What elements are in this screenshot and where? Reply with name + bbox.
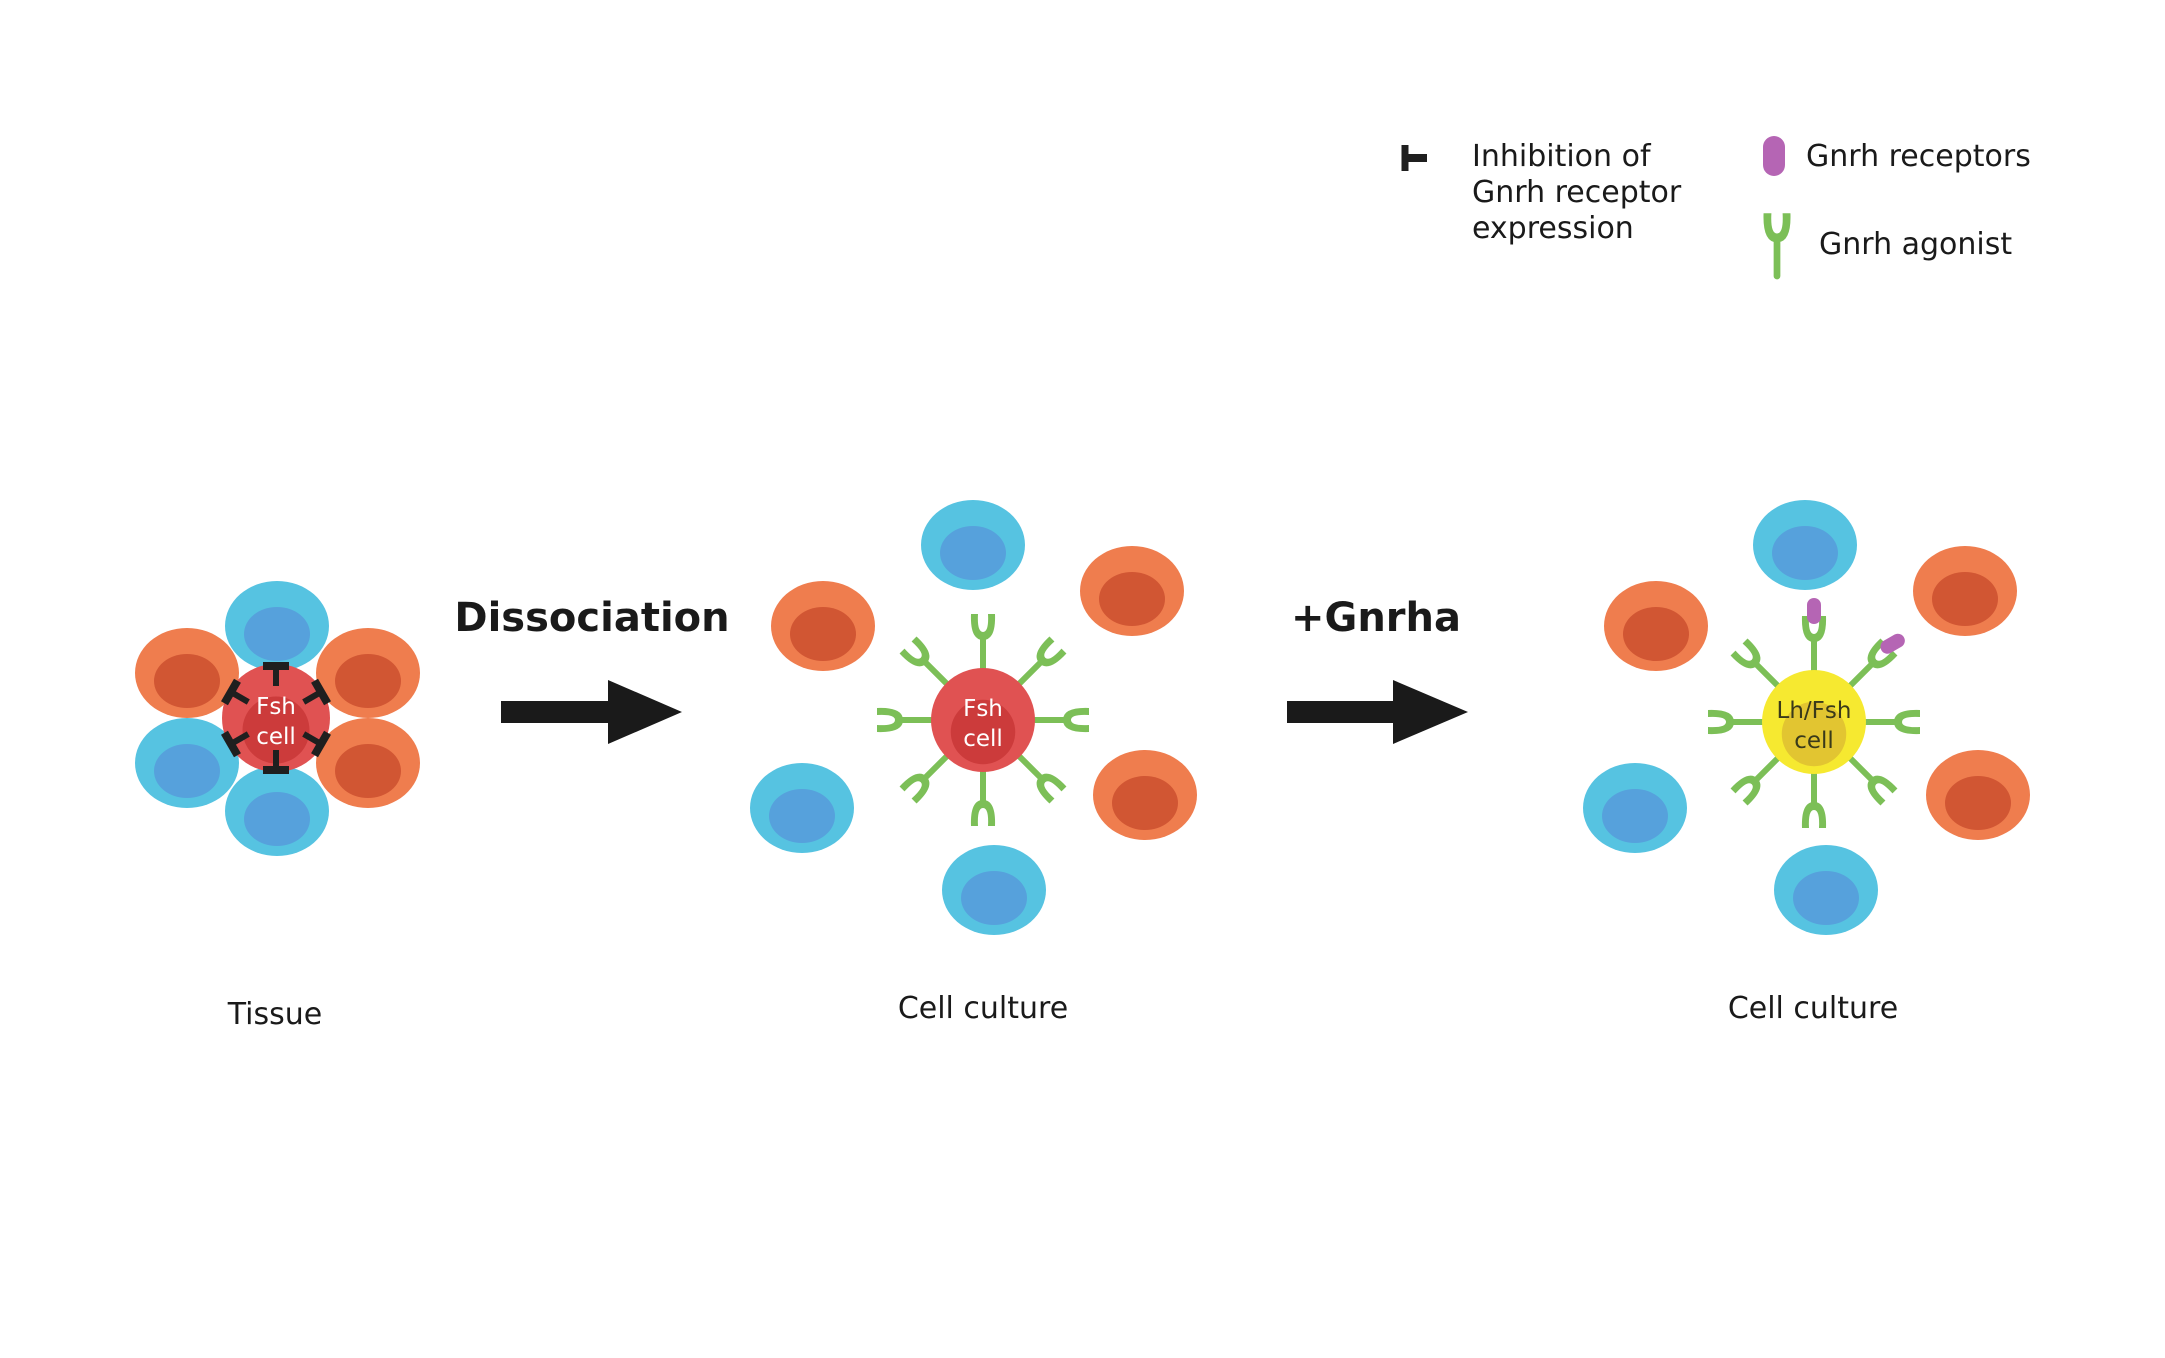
blue-cell — [1774, 845, 1878, 935]
lh-fsh-cell-label-line1: Lh/Fsh — [1777, 698, 1852, 724]
gnrh-agonist-icon — [877, 708, 933, 732]
dissociation-label: Dissociation — [454, 595, 729, 641]
cell-culture-caption-1: Cell culture — [898, 991, 1068, 1026]
fsh-cell-label-line2: cell — [963, 726, 1003, 752]
legend-inhibition-line2: Gnrh receptor — [1472, 175, 1682, 210]
legend: Inhibition of Gnrh receptor expression G… — [1401, 136, 2031, 276]
orange-cell — [1926, 750, 2030, 840]
gnrh-receptor-icon — [1763, 136, 1785, 176]
gnrh-agonist-icon — [1708, 710, 1764, 734]
orange-cell — [1913, 546, 2017, 636]
blue-cell — [750, 763, 854, 853]
orange-cell — [1080, 546, 1184, 636]
gnrh-agonist-icon — [1033, 708, 1089, 732]
legend-agonist-label: Gnrh agonist — [1819, 227, 2012, 262]
orange-cell — [1093, 750, 1197, 840]
inhibition-symbol-icon — [1401, 145, 1427, 171]
fsh-cell: Fsh cell — [222, 664, 330, 772]
gnrh-agonist-icon — [971, 770, 995, 826]
dissociation-arrow-icon — [501, 680, 682, 744]
legend-inhibition-line3: expression — [1472, 211, 1634, 246]
tissue-panel: Fsh cell — [135, 581, 420, 856]
blue-cell — [1583, 763, 1687, 853]
lh-fsh-cell-label-line2: cell — [1794, 728, 1834, 754]
blue-cell — [942, 845, 1046, 935]
gnrha-label: +Gnrha — [1291, 595, 1461, 641]
legend-inhibition-line1: Inhibition of — [1472, 139, 1652, 174]
gnrh-agonist-icon — [1802, 598, 1826, 672]
tissue-caption: Tissue — [227, 997, 322, 1032]
lh-fsh-cell: Lh/Fsh cell — [1762, 670, 1866, 774]
orange-cell — [316, 628, 420, 718]
gnrh-agonist-icon — [1802, 772, 1826, 828]
gnrh-receptor-icon — [1807, 598, 1821, 624]
orange-cell — [771, 581, 875, 671]
blue-cell — [1753, 500, 1857, 590]
cell-culture-caption-2: Cell culture — [1728, 991, 1898, 1026]
fsh-cell-label-line2: cell — [256, 724, 296, 750]
legend-receptor-label: Gnrh receptors — [1806, 139, 2031, 174]
blue-cell — [921, 500, 1025, 590]
gnrh-agonist-icon — [1763, 213, 1790, 276]
blue-cell — [225, 581, 329, 671]
fsh-cell: Fsh cell — [931, 668, 1035, 772]
fsh-cell-label-line1: Fsh — [963, 696, 1003, 722]
cell-culture-panel-2: Lh/Fsh cell — [1583, 500, 2030, 935]
orange-cell — [1604, 581, 1708, 671]
fsh-cell-label-line1: Fsh — [256, 694, 296, 720]
blue-cell — [225, 766, 329, 856]
cell-culture-panel-1: Fsh cell — [750, 500, 1197, 935]
gnrh-agonist-icon — [971, 614, 995, 670]
gnrh-agonist-icon — [1864, 710, 1920, 734]
orange-cell — [135, 628, 239, 718]
gnrh-receptor-icon — [1880, 633, 1905, 654]
gnrha-arrow-icon — [1287, 680, 1468, 744]
gnrh-agonist-icon — [1841, 633, 1905, 695]
blue-cell — [135, 718, 239, 808]
orange-cell — [316, 718, 420, 808]
